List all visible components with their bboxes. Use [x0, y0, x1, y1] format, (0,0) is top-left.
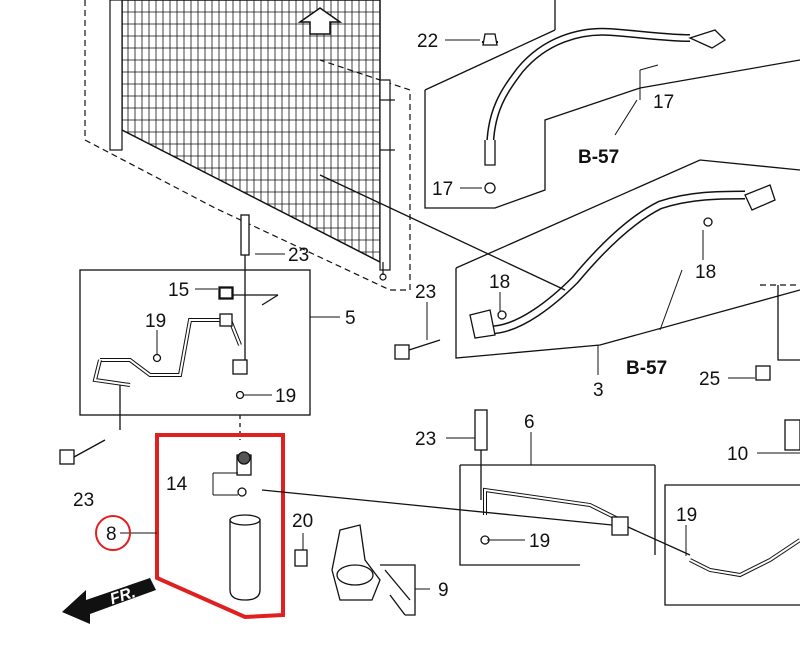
callout-15: 15: [168, 280, 189, 301]
callout-19: 19: [145, 311, 166, 332]
callout-22: 22: [417, 31, 438, 52]
callout-3: 3: [593, 380, 604, 401]
callout-17: 17: [432, 179, 453, 200]
reference-b57: B-57: [578, 147, 619, 168]
pipe-assembly-10: [664, 284, 800, 606]
highlight-circle: [95, 515, 131, 551]
callout-19: 19: [676, 505, 697, 526]
callout-17: 17: [653, 92, 674, 113]
leader-lines: [120, 39, 800, 590]
hose-middle: [319, 159, 800, 359]
callout-6: 6: [524, 412, 535, 433]
receiver-drier: [229, 415, 261, 601]
highlight-frame: [155, 433, 285, 620]
reference-b57: B-57: [626, 358, 667, 379]
callout-14: 14: [166, 474, 188, 495]
callout-18: 18: [489, 272, 510, 293]
callout-23: 23: [415, 429, 436, 450]
condenser: [84, 0, 411, 291]
hose-upper: [424, 0, 800, 209]
callout-18: 18: [695, 262, 716, 283]
front-arrow-label: FR.: [108, 584, 138, 608]
callout-23: 23: [415, 282, 436, 303]
callout-20: 20: [292, 511, 313, 532]
callout-10: 10: [727, 444, 748, 465]
callout-23: 23: [288, 245, 309, 266]
up-arrow-icon: [297, 7, 343, 35]
callout-23: 23: [73, 490, 94, 511]
callout-19: 19: [529, 531, 550, 552]
pipe-assembly-6: [261, 409, 691, 566]
bolts: [59, 287, 771, 465]
bracket-9: [294, 524, 416, 616]
callout-8: 8: [106, 524, 117, 545]
callouts: 22 17 17 B-57 23 15 5 19 19 18 18 23 B-5…: [73, 31, 748, 601]
callout-5: 5: [345, 308, 356, 329]
callout-9: 9: [438, 580, 449, 601]
front-arrow-icon: FR.: [62, 578, 156, 624]
callout-25: 25: [699, 369, 720, 390]
callout-19: 19: [275, 386, 296, 407]
